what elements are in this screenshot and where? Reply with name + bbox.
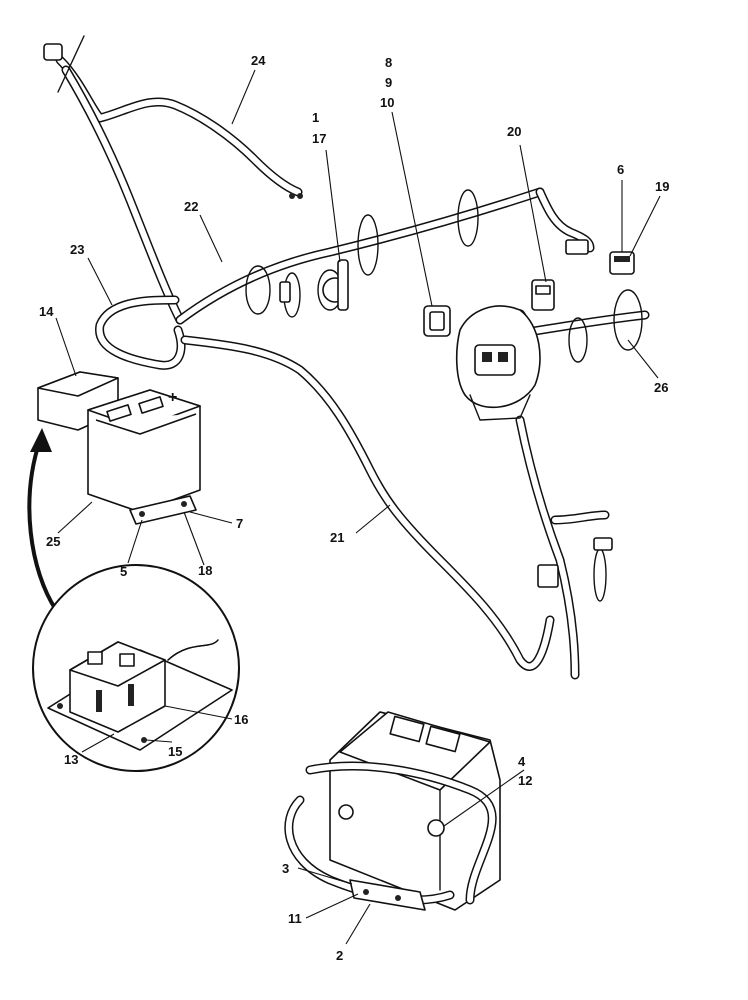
detail-arrow (27, 428, 58, 612)
harness-cables (55, 55, 650, 680)
callout-16: 16 (234, 712, 248, 727)
callout-19: 19 (655, 179, 669, 194)
callout-7: 7 (236, 516, 243, 531)
callout-14: 14 (39, 304, 54, 319)
callout-20: 20 (507, 124, 521, 139)
callout-26: 26 (654, 380, 668, 395)
callout-23: 23 (70, 242, 84, 257)
callout-21: 21 (330, 530, 344, 545)
battery-polarity-mark: + (168, 389, 177, 406)
leader-lines (55, 69, 661, 945)
detail-inset (32, 564, 240, 772)
callout-6: 6 (617, 162, 624, 177)
callout-22: 22 (184, 199, 198, 214)
top-left-connector (43, 35, 85, 93)
callout-11: 11 (288, 911, 302, 926)
harness-loops (245, 189, 643, 602)
callout-2: 2 (336, 948, 343, 963)
relay-connector (609, 251, 635, 275)
callout-9: 9 (385, 75, 392, 90)
callout-25: 25 (46, 534, 60, 549)
battery-top: + (37, 371, 201, 525)
callout-1: 1 (312, 110, 319, 125)
callout-13: 13 (64, 752, 78, 767)
callout-5: 5 (120, 564, 127, 579)
callout-4: 4 (518, 754, 526, 769)
callout-10: 10 (380, 95, 394, 110)
callout-15: 15 (168, 744, 182, 759)
callout-17: 17 (312, 131, 326, 146)
callout-18: 18 (198, 563, 212, 578)
callout-12: 12 (518, 773, 532, 788)
callout-8: 8 (385, 55, 392, 70)
fuse-cluster (423, 279, 555, 421)
callout-labels: 1 17 8 9 10 20 6 19 26 24 22 23 14 25 5 … (39, 53, 669, 963)
callout-24: 24 (251, 53, 266, 68)
end-connectors (279, 193, 613, 588)
battery-bottom (284, 711, 501, 911)
callout-3: 3 (282, 861, 289, 876)
